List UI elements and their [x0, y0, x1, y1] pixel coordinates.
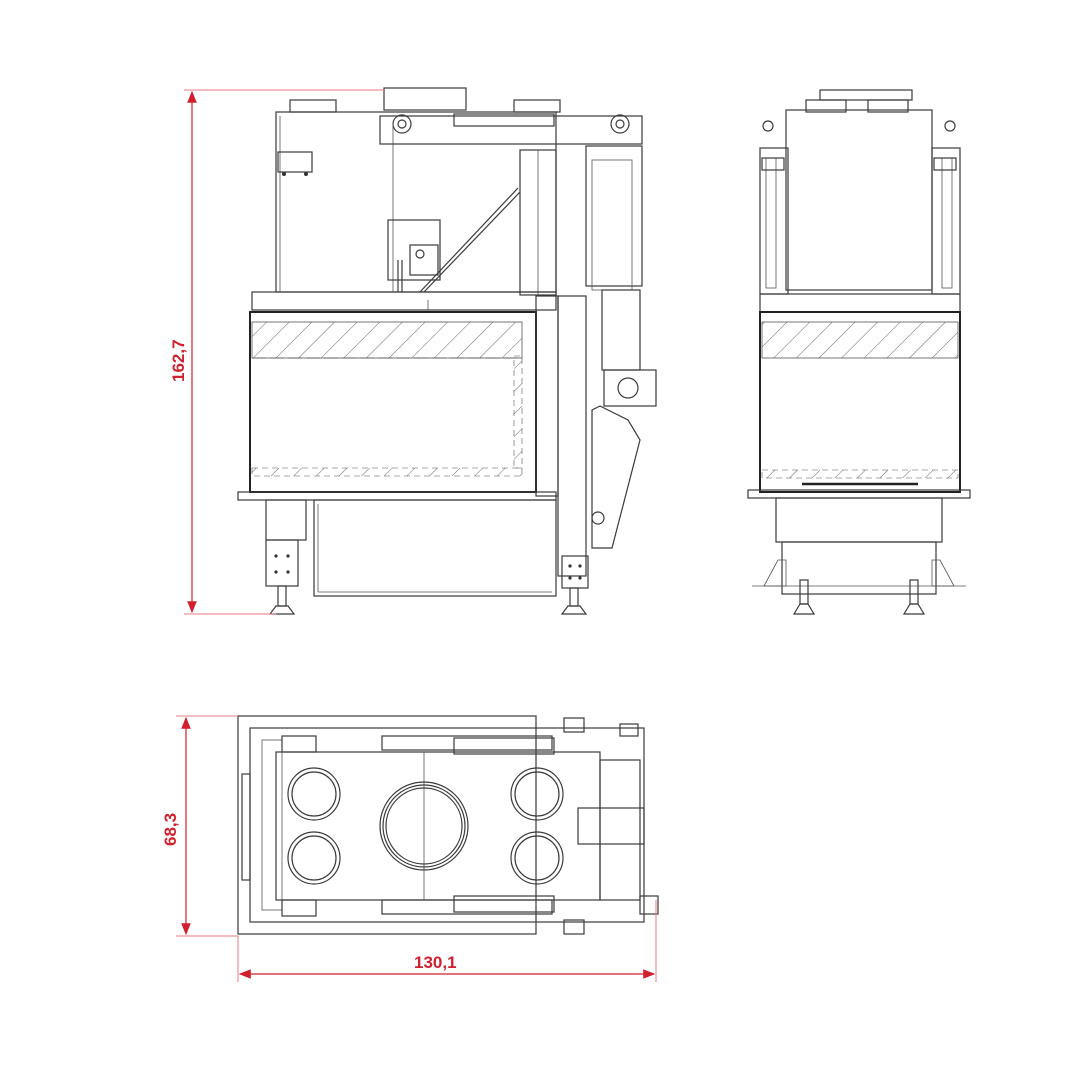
height-dimension: 162,7 — [169, 89, 384, 615]
front-view — [237, 87, 657, 615]
side-view — [747, 89, 971, 615]
depth-dimension: 68,3 — [161, 715, 238, 937]
small-outlet — [510, 767, 564, 821]
height-dimension-label: 162,7 — [169, 339, 188, 382]
top-view — [237, 715, 659, 935]
small-outlet — [287, 767, 341, 821]
small-outlet — [510, 831, 564, 885]
central-flue-outlet — [379, 781, 469, 871]
depth-dimension-label: 68,3 — [161, 813, 180, 846]
width-dimension: 130,1 — [237, 900, 657, 982]
small-outlet — [287, 831, 341, 885]
width-dimension-label: 130,1 — [414, 953, 457, 972]
